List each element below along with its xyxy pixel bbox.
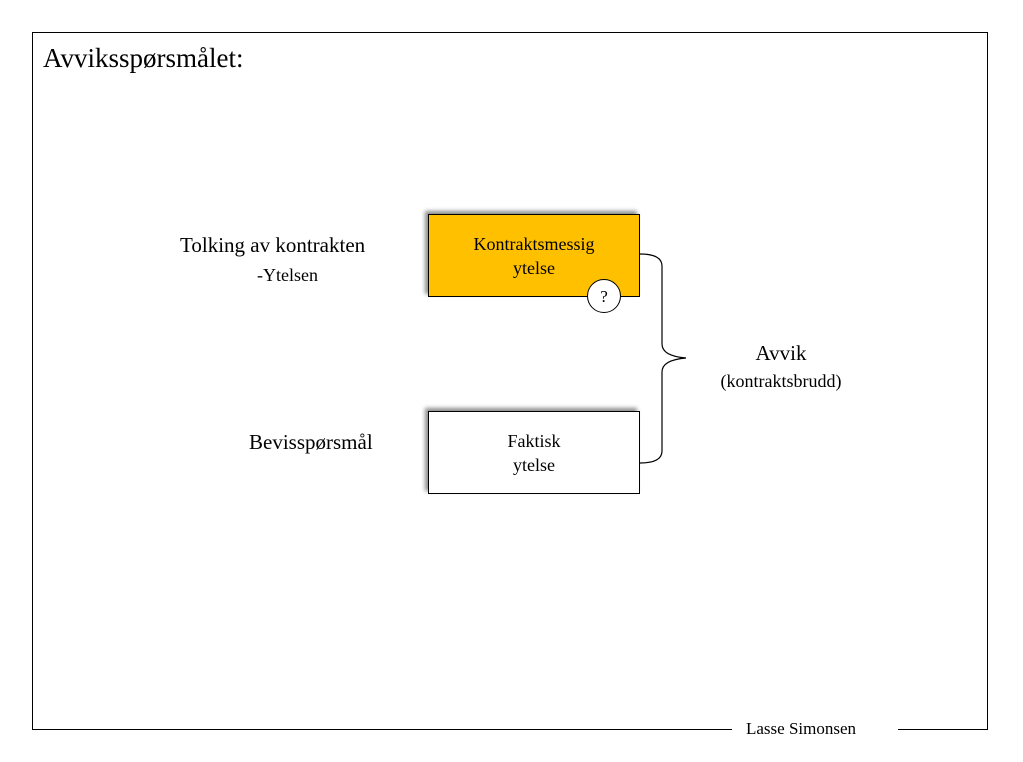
contract-box-line1: Kontraktsmessig — [473, 233, 595, 254]
contract-box-line2: ytelse — [513, 257, 555, 278]
frame-right-border — [987, 32, 988, 730]
frame-top-border — [32, 32, 988, 33]
frame-left-border — [32, 32, 33, 730]
actual-performance-box: Faktisk ytelse — [428, 411, 640, 494]
evidence-label: Bevisspørsmål — [249, 430, 373, 454]
contract-performance-box: Kontraktsmessig ytelse — [428, 214, 640, 297]
frame-bottom-border-left — [32, 729, 732, 730]
frame-bottom-border-right — [898, 729, 988, 730]
actual-box-line1: Faktisk — [507, 430, 561, 451]
deviation-sublabel: (kontraktsbrudd) — [720, 371, 842, 391]
interpretation-sublabel: -Ytelsen — [257, 265, 318, 285]
brace-connector — [639, 253, 687, 464]
author-footer: Lasse Simonsen — [746, 719, 857, 738]
actual-box-line2: ytelse — [513, 454, 555, 475]
deviation-label: Avvik — [755, 341, 807, 365]
interpretation-label: Tolking av kontrakten — [180, 233, 366, 257]
question-mark-badge: ? — [587, 279, 621, 313]
slide-title: Avviksspørsmålet: — [43, 43, 244, 73]
